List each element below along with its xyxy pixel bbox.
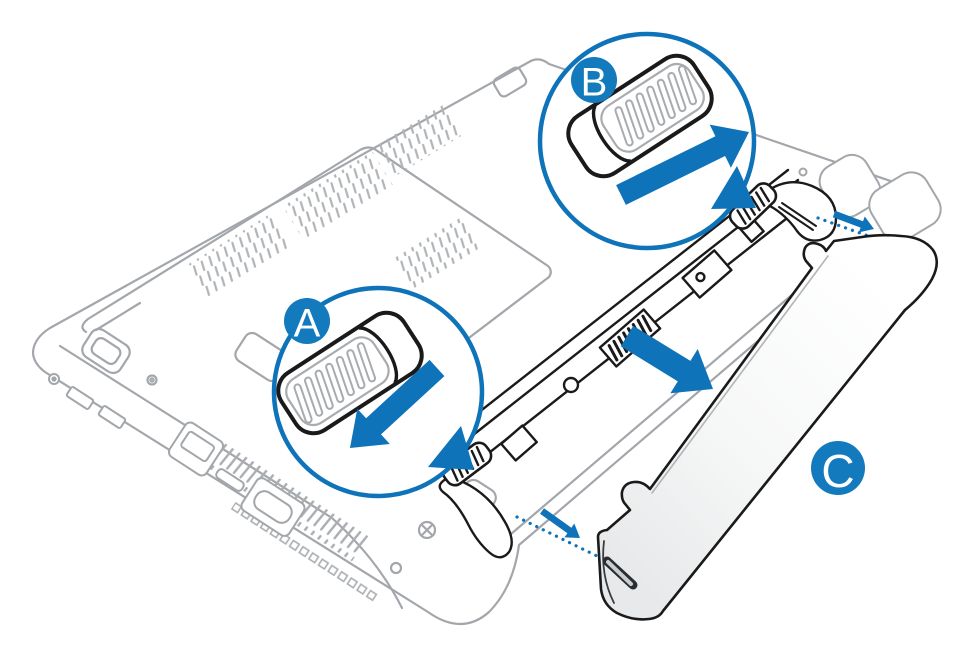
hinge-bumps: [798, 153, 942, 243]
battery: [596, 233, 939, 621]
slide-guides: [515, 216, 876, 558]
battery-chamfer-line: [651, 255, 829, 494]
callout-circle-b: [537, 31, 757, 251]
magnifier-pointer-b-icon: [711, 166, 756, 209]
step-badge-c: C: [811, 441, 865, 497]
slider-b-ridges-icon: [614, 65, 698, 147]
bay-rail: [444, 168, 812, 473]
usb-port-icon: [65, 386, 95, 410]
cover-seam-inner: [94, 301, 142, 332]
hinge-notch: [492, 66, 528, 98]
callout-circle-a: [271, 285, 485, 499]
vga-port-icon: [240, 477, 306, 537]
usb-port-icon: [97, 405, 127, 429]
battery-body: [596, 233, 939, 621]
battery-remove-arrow-icon: [620, 325, 713, 394]
direction-arrows: [540, 210, 874, 538]
slide-direction-arrow-a-icon: [350, 359, 445, 448]
bay-corner-b-slot: [778, 202, 817, 231]
bay-block: [681, 249, 733, 299]
screw-cross-icon: [417, 520, 437, 540]
side-ports: [48, 373, 306, 537]
step-badge-b-label: B: [581, 61, 608, 105]
cover-seam: [81, 146, 552, 438]
slide-guide-top: [816, 216, 876, 240]
power-jack-pin-icon: [51, 376, 57, 382]
step-badge-c-label: C: [821, 445, 854, 497]
screw-icon: [798, 167, 808, 177]
slide-out-arrow-bottom-icon: [540, 508, 580, 538]
slider-cap-line: [358, 326, 399, 385]
hdmi-port-icon: [215, 468, 245, 492]
screw-icon: [146, 374, 158, 386]
slide-out-arrow-top-icon: [832, 210, 874, 233]
lan-port-icon: [167, 421, 225, 477]
access-door: [81, 327, 131, 375]
slider-cap-line: [591, 104, 632, 163]
bay-square-hole: [500, 424, 538, 462]
slider-switch-a: [276, 310, 424, 436]
step-badge-a: A: [284, 298, 330, 346]
slide-direction-arrow-b-icon: [616, 124, 749, 205]
battery-end-slot-inner: [606, 560, 633, 586]
rubber-foot-icon: [389, 561, 403, 575]
magnifier-pointer-a-icon: [428, 426, 474, 470]
slider-a-ridges-icon: [293, 342, 377, 424]
bay-corner-a: [438, 475, 513, 559]
step-badge-b: B: [571, 57, 617, 105]
bay-round-hole: [562, 376, 580, 394]
battery-end-curve: [602, 540, 615, 604]
slide-guide-bottom: [515, 515, 599, 558]
vent-cluster: [185, 103, 483, 299]
step-badge-a-label: A: [294, 302, 321, 346]
slider-switch-b: [566, 53, 714, 179]
